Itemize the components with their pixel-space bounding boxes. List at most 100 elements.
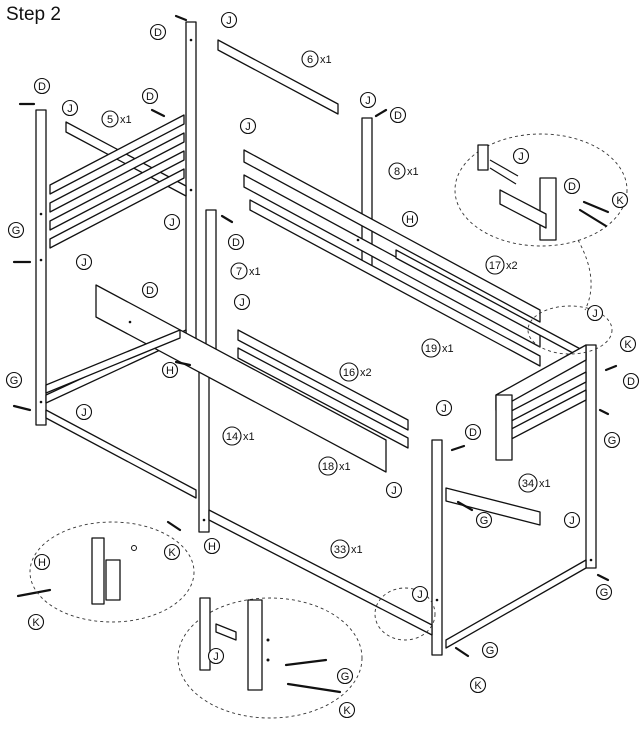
far-right-post <box>585 344 597 569</box>
back-floor-rail <box>445 559 587 649</box>
svg-text:x1: x1 <box>320 54 332 66</box>
hw-g-3: G <box>603 431 621 449</box>
svg-text:K: K <box>168 547 176 559</box>
svg-text:J: J <box>169 217 175 229</box>
hw-d-7: D <box>141 281 159 299</box>
hardware-lines <box>12 14 618 694</box>
hw-g-2: G <box>5 371 23 389</box>
svg-text:17: 17 <box>489 260 501 272</box>
right-end-post-short <box>495 394 513 461</box>
hw-h-1: H <box>401 210 419 228</box>
svg-text:J: J <box>81 257 87 269</box>
detail-left-lower <box>29 521 195 623</box>
hw-d-5: D <box>563 177 581 195</box>
svg-text:J: J <box>213 651 219 663</box>
hw-g-4: G <box>475 511 493 529</box>
part-6-label: 6 x1 <box>301 50 332 68</box>
hw-j-4: J <box>359 91 377 109</box>
svg-text:G: G <box>608 435 617 447</box>
hw-h-3: H <box>203 537 221 555</box>
svg-text:H: H <box>406 214 414 226</box>
lower-post-14 <box>198 367 210 533</box>
hw-d-8: D <box>622 372 640 390</box>
hw-j-14: J <box>411 585 429 603</box>
detail-right-joint <box>374 587 436 641</box>
svg-text:H: H <box>208 541 216 553</box>
hw-j-5: J <box>512 147 530 165</box>
svg-text:J: J <box>365 95 371 107</box>
hw-k-3: K <box>163 543 181 561</box>
svg-text:H: H <box>38 557 46 569</box>
hw-k-6: K <box>338 701 356 719</box>
svg-text:D: D <box>469 427 477 439</box>
svg-text:D: D <box>154 27 162 39</box>
hw-j-15: J <box>207 647 225 665</box>
hw-d-4: D <box>389 106 407 124</box>
svg-text:6: 6 <box>307 54 313 66</box>
svg-text:K: K <box>343 705 351 717</box>
svg-text:x1: x1 <box>539 478 551 490</box>
end-slat-1 <box>49 114 185 195</box>
svg-text:x1: x1 <box>249 266 261 278</box>
svg-text:J: J <box>226 15 232 27</box>
detail-right-top <box>527 305 613 355</box>
hw-k-1: K <box>611 191 629 209</box>
hardware-bubbles: D J D J D J J D J D K H J D G J D J J K … <box>5 11 640 719</box>
bed-frame <box>35 21 597 656</box>
svg-text:K: K <box>624 339 632 351</box>
rail-17a <box>243 149 541 323</box>
svg-text:18: 18 <box>322 461 334 473</box>
svg-text:8: 8 <box>394 166 400 178</box>
hw-j-2: J <box>61 99 79 117</box>
hw-j-11: J <box>435 399 453 417</box>
svg-text:x1: x1 <box>120 114 132 126</box>
hw-d-1: D <box>149 23 167 41</box>
hw-h-4: H <box>33 553 51 571</box>
hw-j-10: J <box>75 403 93 421</box>
part-19-label: 19 x1 <box>421 338 454 358</box>
detail-bottom-mid <box>177 597 363 719</box>
rail-34 <box>445 487 541 526</box>
rail-6 <box>217 39 339 115</box>
svg-text:G: G <box>12 225 21 237</box>
detail-top-right <box>454 133 628 247</box>
svg-text:x1: x1 <box>243 431 255 443</box>
svg-text:34: 34 <box>522 478 534 490</box>
svg-text:19: 19 <box>425 343 437 355</box>
svg-text:J: J <box>67 103 73 115</box>
svg-text:K: K <box>616 195 624 207</box>
rear-floor-rail <box>45 329 181 394</box>
rail-18 <box>95 284 387 473</box>
svg-text:x1: x1 <box>442 343 454 355</box>
end-slat-3 <box>49 150 185 231</box>
hw-d-2: D <box>33 77 51 95</box>
svg-text:J: J <box>81 407 87 419</box>
svg-text:G: G <box>600 587 609 599</box>
front-floor-rail <box>45 409 197 499</box>
svg-text:J: J <box>391 485 397 497</box>
hw-d-6: D <box>227 233 245 251</box>
svg-text:x1: x1 <box>339 461 351 473</box>
svg-text:D: D <box>146 91 154 103</box>
middle-post <box>205 209 217 361</box>
hw-g-1: G <box>7 221 25 239</box>
hw-k-4: K <box>27 613 45 631</box>
rail-5 <box>65 121 187 197</box>
svg-text:G: G <box>486 645 495 657</box>
svg-text:J: J <box>592 308 598 320</box>
svg-text:G: G <box>341 671 350 683</box>
right-front-post <box>431 439 443 656</box>
hw-g-6: G <box>481 641 499 659</box>
end-slat-2 <box>49 132 185 213</box>
rail-19 <box>249 199 541 367</box>
hw-d-9: D <box>464 423 482 441</box>
hw-k-5: K <box>469 676 487 694</box>
